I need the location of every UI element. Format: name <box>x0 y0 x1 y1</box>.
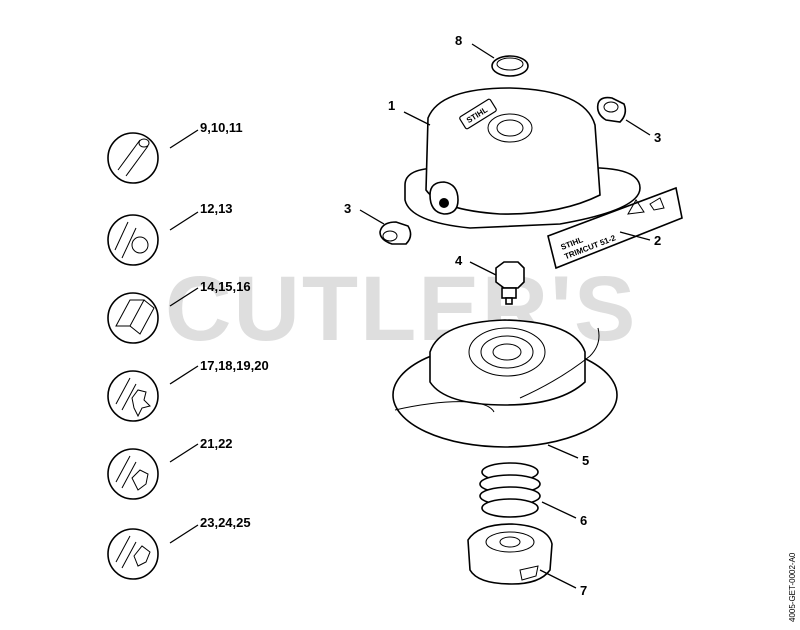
callout-3-right: 3 <box>654 130 661 145</box>
line-profile-star <box>107 365 199 422</box>
callout-5: 5 <box>582 453 589 468</box>
document-id: 4005-GET-0002-A0 <box>788 552 797 622</box>
line-profile-round <box>107 129 199 184</box>
profile-label-2: 12,13 <box>200 201 233 216</box>
line-profile-square <box>107 287 199 344</box>
callout-7: 7 <box>580 583 587 598</box>
callout-8: 8 <box>455 33 462 48</box>
part-spool <box>392 319 618 459</box>
part-ring <box>471 43 529 77</box>
profile-label-5: 21,22 <box>200 436 233 451</box>
part-base <box>467 523 577 589</box>
callout-4: 4 <box>455 253 463 268</box>
part-cover: STIHL <box>403 87 641 229</box>
callout-3-left: 3 <box>344 201 351 216</box>
line-profile-twisted <box>107 524 199 580</box>
part-spring <box>479 462 577 519</box>
callout-1: 1 <box>388 98 395 113</box>
part-eyelet <box>469 261 525 305</box>
callout-2: 2 <box>654 233 661 248</box>
profile-label-4: 17,18,19,20 <box>200 358 269 373</box>
line-profile-serrated <box>107 443 199 500</box>
profile-label-6: 23,24,25 <box>200 515 251 530</box>
callout-6: 6 <box>580 513 587 528</box>
part-bushing-left <box>359 209 412 245</box>
part-bushing-right <box>596 96 651 136</box>
line-profile-round-tapered <box>107 211 199 266</box>
profile-label-3: 14,15,16 <box>200 279 251 294</box>
profile-label-1: 9,10,11 <box>200 120 243 135</box>
